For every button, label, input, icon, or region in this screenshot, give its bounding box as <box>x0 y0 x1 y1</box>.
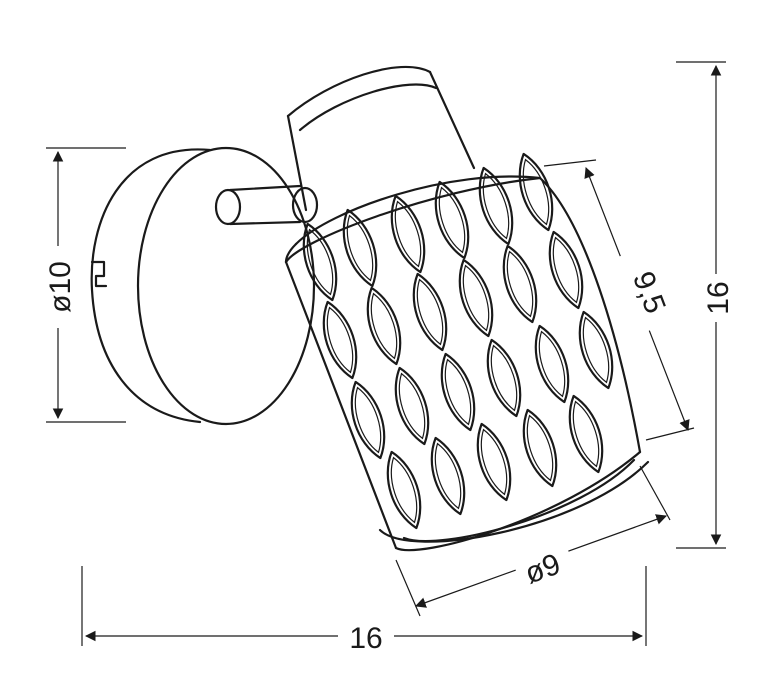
shade-cutout <box>518 152 554 232</box>
dim-shade-diameter: ø9 <box>395 465 671 617</box>
shade-cutout-inner <box>394 200 422 268</box>
shade-cutout <box>476 422 512 502</box>
shade-cutout <box>434 180 470 260</box>
dim-total-height-label: 16 <box>702 281 735 314</box>
shade-cutout-inner <box>522 158 550 226</box>
shade-pattern <box>302 152 614 530</box>
shade-cutout <box>458 258 494 338</box>
shade-cutout <box>302 222 338 302</box>
shade-cutout <box>350 380 386 460</box>
shade-cutout <box>390 194 426 274</box>
shade-cutout-inner <box>490 344 518 412</box>
shade-cutout <box>486 338 522 418</box>
shade-cutout <box>522 408 558 488</box>
shade-cutout-inner <box>390 456 418 524</box>
lamp-arm <box>214 184 319 226</box>
shade-cutout <box>578 310 614 390</box>
shade-cutout <box>412 272 448 352</box>
shade-cutout <box>366 286 402 366</box>
dim-total-height: 16 <box>676 61 735 549</box>
shade-cutout <box>548 230 584 310</box>
dim-base-diameter: ø10 <box>44 147 126 423</box>
shade-cutout-inner <box>506 250 534 318</box>
dim-total-width: 16 <box>81 566 647 655</box>
wall-base <box>90 146 316 426</box>
shade-cutout <box>568 394 604 474</box>
shade-cutout-inner <box>552 236 580 304</box>
shade-cutout <box>386 450 422 530</box>
shade-cutout <box>440 352 476 432</box>
shade-cutout <box>534 324 570 404</box>
shade-cutout-inner <box>444 358 472 426</box>
lamp-shade <box>284 175 650 552</box>
shade-cutout-inner <box>370 292 398 360</box>
shade-cutout-inner <box>398 372 426 440</box>
shade-cutout <box>430 436 466 516</box>
shade-cutout-inner <box>306 228 334 296</box>
shade-cutout-inner <box>538 330 566 398</box>
shade-cutout-inner <box>526 414 554 482</box>
shade-cutout <box>478 166 514 246</box>
dim-base-diameter-label: ø10 <box>44 261 77 313</box>
socket-housing <box>286 65 476 212</box>
shade-cutout-inner <box>346 214 374 282</box>
shade-cutout <box>322 300 358 380</box>
shade-cutout-inner <box>480 428 508 496</box>
shade-cutout-inner <box>434 442 462 510</box>
shade-cutout <box>502 244 538 324</box>
dim-total-width-label: 16 <box>349 622 382 655</box>
shade-cutout-inner <box>462 264 490 332</box>
shade-cutout-inner <box>482 172 510 240</box>
shade-cutout-inner <box>416 278 444 346</box>
shade-cutout-inner <box>438 186 466 254</box>
shade-cutout <box>394 366 430 446</box>
shade-cutout-inner <box>354 386 382 454</box>
shade-cutout-inner <box>326 306 354 374</box>
shade-cutout <box>342 208 378 288</box>
dim-shade-height: 9,5 <box>543 159 695 441</box>
